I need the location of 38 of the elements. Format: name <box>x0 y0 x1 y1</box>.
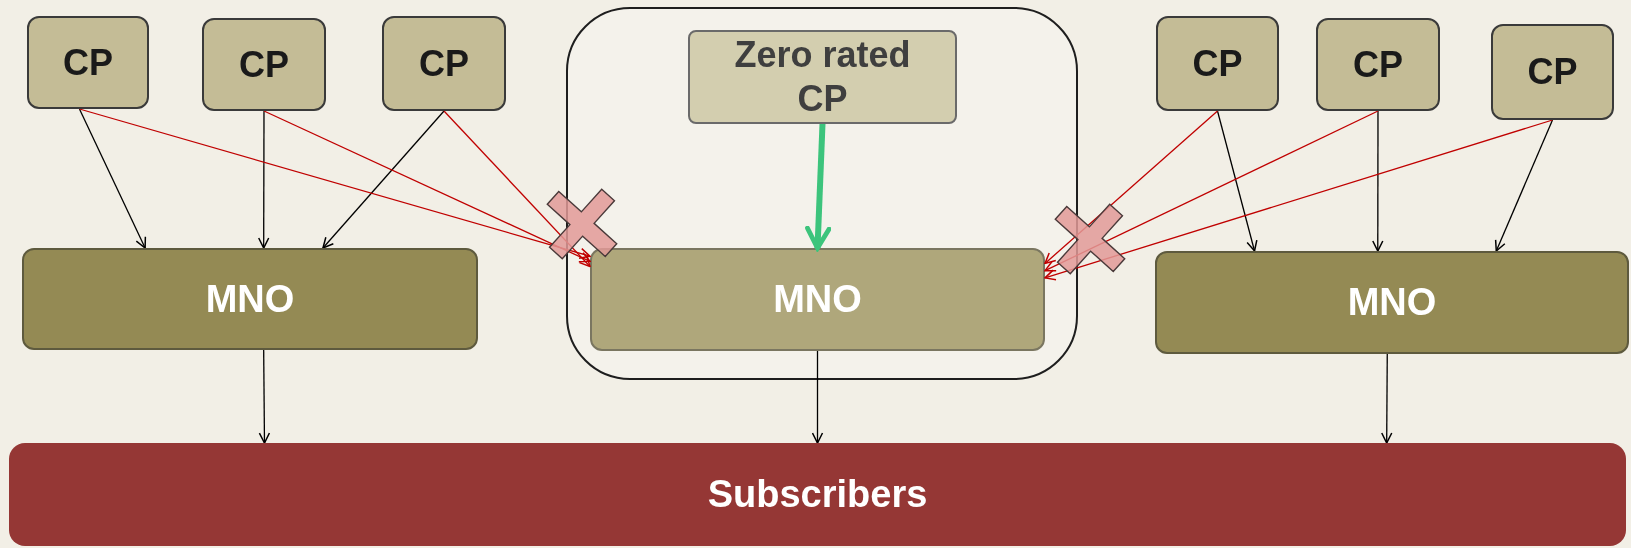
node-label: CP <box>238 43 290 86</box>
arrow <box>1494 119 1554 252</box>
arrow <box>805 123 832 251</box>
rounded-frame <box>566 7 1078 380</box>
node-label: MNO <box>204 277 296 321</box>
node-label: CP <box>1352 43 1404 86</box>
node-label: Zero rated CP <box>733 33 912 121</box>
arrow <box>257 110 270 249</box>
node-label: MNO <box>1346 281 1438 324</box>
subscribers-bar <box>9 443 1626 546</box>
arrow <box>78 108 147 249</box>
arrow <box>78 108 591 259</box>
cp-box <box>27 16 149 109</box>
node-label: CP <box>418 42 470 85</box>
cp-box <box>1316 18 1440 111</box>
node-label: CP <box>62 41 114 84</box>
zero-rated-box <box>688 30 957 124</box>
cp-box <box>1156 16 1279 111</box>
cp-box <box>1491 24 1614 120</box>
node-label: MNO <box>772 278 863 321</box>
mno-box <box>22 248 478 350</box>
node-label: Subscribers <box>706 473 929 516</box>
arrow <box>443 110 591 268</box>
cp-box <box>382 16 506 111</box>
arrow <box>258 349 271 444</box>
cp-box <box>202 18 326 111</box>
node-label: CP <box>1191 42 1244 85</box>
node-label: CP <box>1526 51 1579 93</box>
arrow <box>1216 110 1258 252</box>
arrow <box>1381 353 1393 444</box>
arrow <box>322 110 445 249</box>
mno-box <box>1155 251 1629 354</box>
arrow <box>1044 110 1219 265</box>
arrow <box>811 350 824 444</box>
arrow <box>1044 119 1554 281</box>
mno-box <box>590 248 1045 351</box>
arrow <box>1372 110 1384 252</box>
arrow <box>263 110 591 263</box>
